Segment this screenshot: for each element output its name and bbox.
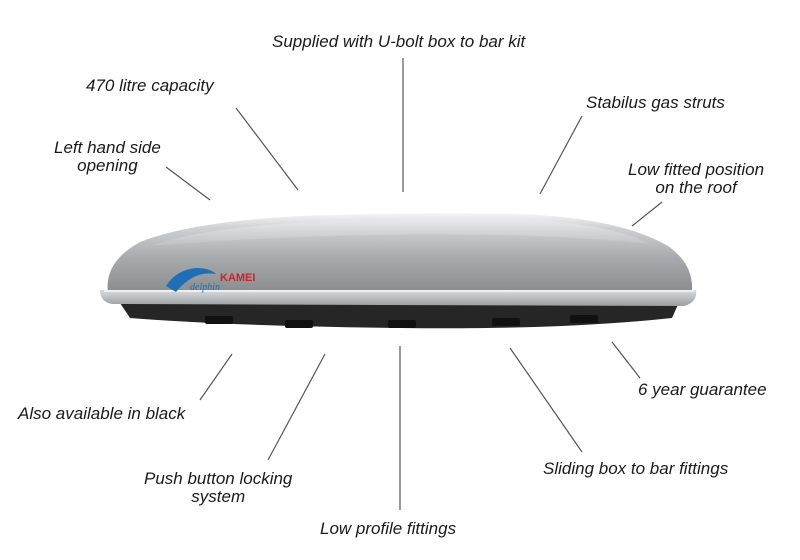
leader-sliding bbox=[509, 347, 583, 453]
base-fitting bbox=[205, 316, 233, 324]
brand-logo: KAMEI delphin bbox=[166, 268, 255, 293]
leader-capacity bbox=[235, 107, 299, 191]
callout-gas-struts: Stabilus gas struts bbox=[586, 93, 725, 112]
base-fitting bbox=[492, 318, 520, 326]
callout-push-lock-line2: system bbox=[191, 487, 246, 506]
leader-black bbox=[199, 353, 233, 401]
base-fitting bbox=[570, 315, 598, 323]
base-fitting bbox=[285, 320, 313, 328]
callout-low-fitted-line2: on the roof bbox=[655, 178, 737, 197]
callout-low-fitted: Low fitted position on the roof bbox=[628, 161, 764, 197]
callout-left-opening: Left hand side opening bbox=[54, 139, 161, 175]
dolphin-icon bbox=[166, 268, 216, 292]
callout-low-profile: Low profile fittings bbox=[320, 519, 457, 538]
leader-push-lock bbox=[267, 353, 326, 461]
callout-sliding: Sliding box to bar fittings bbox=[543, 459, 729, 478]
callout-u-bolt: Supplied with U-bolt box to bar kit bbox=[272, 32, 526, 51]
box-lid-highlight bbox=[150, 219, 650, 246]
leader-low-fitted bbox=[631, 201, 663, 227]
base-fitting bbox=[388, 320, 416, 328]
callout-black: Also available in black bbox=[18, 404, 186, 423]
leader-gas-struts bbox=[539, 115, 583, 195]
callout-push-lock: Push button locking system bbox=[144, 470, 292, 506]
callout-push-lock-line1: Push button locking bbox=[144, 469, 293, 488]
box-lip bbox=[100, 290, 697, 306]
callout-left-opening-line2: opening bbox=[77, 156, 138, 175]
leader-guarantee bbox=[611, 341, 641, 379]
callout-low-fitted-line1: Low fitted position bbox=[628, 160, 765, 179]
logo-script-text: delphin bbox=[190, 282, 220, 293]
callout-left-opening-line1: Left hand side bbox=[54, 138, 161, 157]
callout-guarantee: 6 year guarantee bbox=[638, 380, 767, 399]
box-base bbox=[118, 300, 680, 329]
leader-left-opening bbox=[165, 166, 211, 201]
callout-capacity: 470 litre capacity bbox=[86, 76, 214, 95]
logo-brand-text: KAMEI bbox=[220, 272, 255, 284]
